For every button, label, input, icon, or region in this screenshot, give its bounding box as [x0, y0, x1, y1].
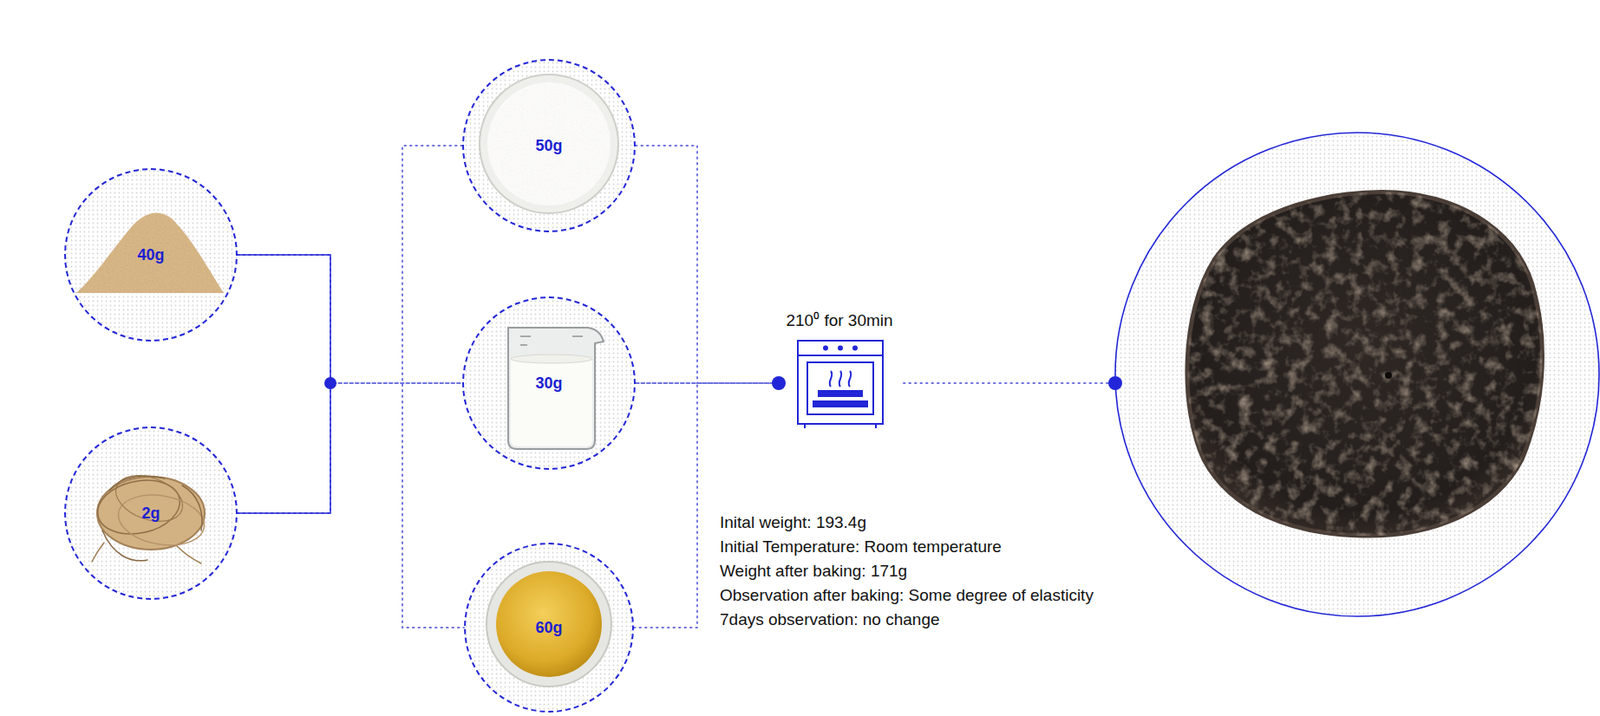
circle-ground	[463, 59, 635, 232]
circle-ground	[65, 427, 237, 600]
junction-dot	[324, 377, 337, 390]
milk-beaker	[508, 327, 604, 450]
sawdust-texture	[76, 212, 224, 294]
circle-ground	[464, 543, 634, 712]
disc-hole	[1384, 372, 1392, 379]
join-line	[237, 254, 331, 514]
ingredient-circle: 2g	[64, 426, 238, 601]
oil-bowl	[486, 561, 612, 687]
step-label: 210⁰ for 30min	[785, 310, 893, 332]
fibre-bundle	[91, 467, 209, 564]
powder-texture	[487, 82, 611, 206]
ingredient-circle: 50g	[462, 58, 636, 233]
result-circle	[1115, 132, 1600, 617]
circle-ground	[65, 169, 237, 341]
oil	[496, 571, 602, 678]
quantity-label: 30g	[535, 373, 562, 393]
baked-disc	[1187, 192, 1542, 537]
disc-texture	[1187, 192, 1542, 537]
sawdust-pile	[76, 212, 224, 294]
note-text: Observation after baking: Some degree of…	[719, 584, 1094, 608]
note-text: Initial Temperature: Room temperature	[719, 535, 1002, 559]
oven-icon	[797, 340, 883, 429]
quantity-label: 2g	[141, 503, 160, 523]
circle-ground	[463, 297, 635, 470]
ingredient-circle: 40g	[64, 168, 238, 342]
note-text: Inital weight: 193.4g	[719, 511, 867, 535]
quantity-label: 40g	[137, 245, 164, 265]
note-text: 7days observation: no change	[719, 608, 941, 632]
flow-connector	[635, 145, 782, 384]
ingredient-circle: 60g	[463, 542, 634, 713]
flow-line	[903, 382, 1109, 385]
junction-dot	[1108, 376, 1123, 391]
ingredient-circle: 30g	[462, 296, 636, 471]
oven-step: 210⁰ for 30min	[781, 310, 898, 429]
quantity-label: 60g	[535, 618, 562, 638]
quantity-label: 50g	[535, 136, 562, 156]
note-text: Weight after baking: 171g	[719, 560, 908, 583]
flow-connector	[635, 382, 782, 385]
powder	[487, 82, 611, 206]
junction-dot	[771, 376, 786, 391]
powder-dish	[479, 74, 619, 214]
bracket-line	[402, 145, 464, 628]
